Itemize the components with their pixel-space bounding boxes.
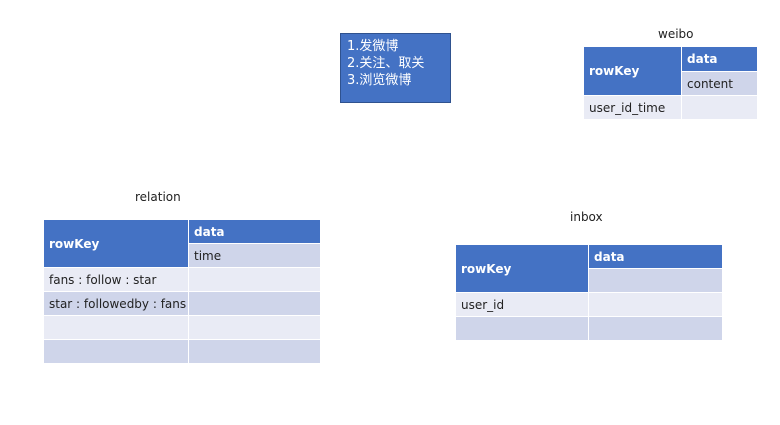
- inbox-data-cell: [588, 316, 723, 341]
- inbox-table-caption: inbox: [570, 210, 603, 224]
- relation-data-cell: time: [188, 243, 321, 268]
- note-line-2: 2.关注、取关: [347, 56, 425, 71]
- functions-note: 1.发微博 2.关注、取关 3.浏览微博: [340, 33, 451, 103]
- relation-rowkey-header: rowKey: [43, 219, 189, 268]
- weibo-table-caption: weibo: [658, 27, 694, 41]
- inbox-key-cell: [455, 316, 589, 341]
- relation-key-cell: [43, 339, 189, 364]
- weibo-data-header: data: [681, 46, 758, 72]
- relation-data-cell: [188, 291, 321, 316]
- note-line-1: 1.发微博: [347, 39, 399, 54]
- relation-key-cell: star : followedby : fans: [43, 291, 189, 316]
- note-line-3: 3.浏览微博: [347, 73, 412, 88]
- weibo-data-cell: [681, 95, 758, 120]
- inbox-rowkey-header: rowKey: [455, 244, 589, 293]
- relation-key-cell: fans : follow : star: [43, 267, 189, 292]
- weibo-rowkey-header: rowKey: [583, 46, 682, 96]
- relation-data-cell: [188, 267, 321, 292]
- weibo-table: rowKey data content user_id_time: [583, 46, 758, 120]
- relation-table-caption: relation: [135, 190, 181, 204]
- inbox-table: rowKey data user_id: [455, 244, 723, 341]
- relation-data-cell: [188, 339, 321, 364]
- inbox-data-cell: [588, 268, 723, 293]
- weibo-data-cell: content: [681, 71, 758, 96]
- inbox-key-cell: user_id: [455, 292, 589, 317]
- inbox-data-header: data: [588, 244, 723, 269]
- relation-table: rowKey data time fans : follow : star st…: [43, 219, 321, 364]
- relation-key-cell: [43, 315, 189, 340]
- weibo-key-cell: user_id_time: [583, 95, 682, 120]
- relation-data-cell: [188, 315, 321, 340]
- relation-data-header: data: [188, 219, 321, 244]
- inbox-data-cell: [588, 292, 723, 317]
